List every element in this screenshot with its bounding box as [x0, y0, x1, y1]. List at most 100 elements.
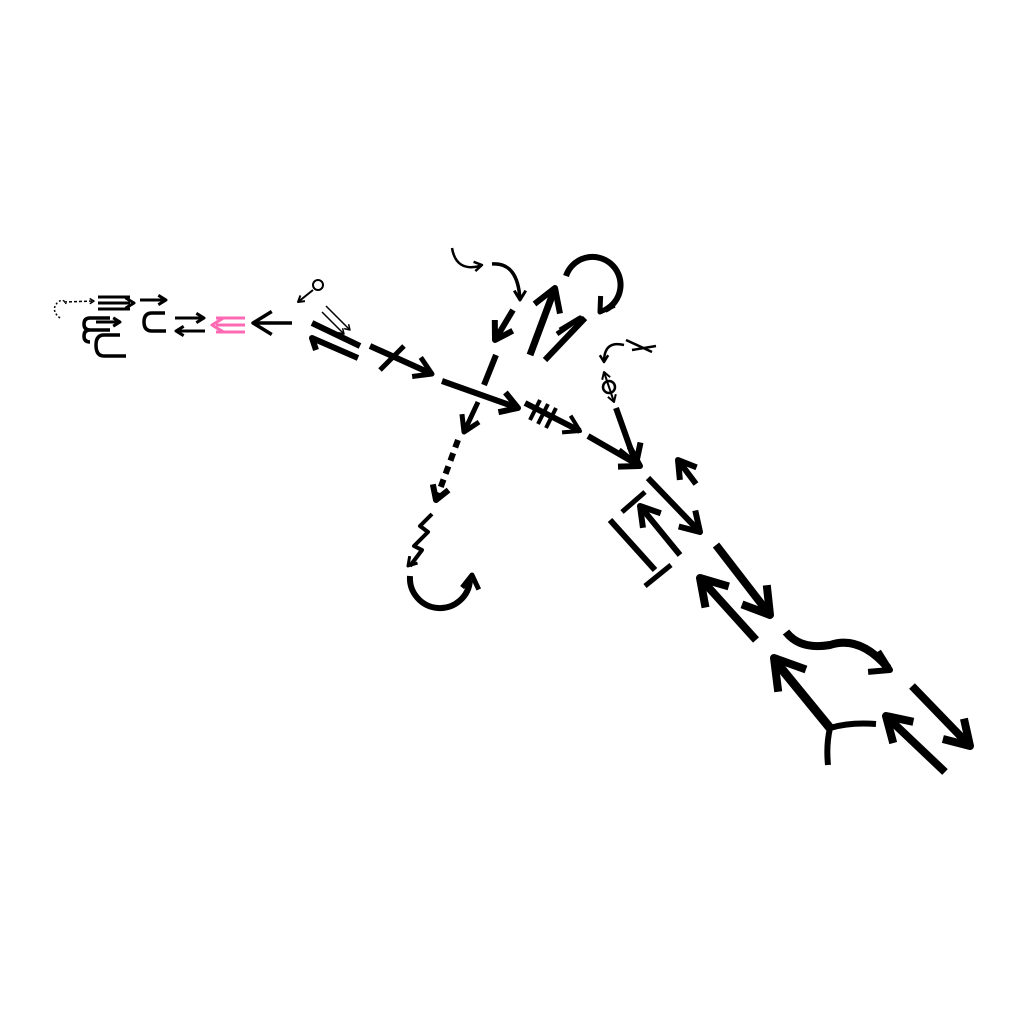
dotted-right-arrow-icon	[63, 297, 95, 305]
bracket-arrows-icon	[645, 475, 703, 535]
stroke	[598, 354, 610, 364]
stroke	[406, 575, 473, 612]
stroke	[450, 247, 481, 269]
barred-arrow-icon	[523, 399, 582, 435]
stroke	[782, 629, 892, 671]
stroke	[528, 399, 542, 421]
stroke	[532, 285, 563, 315]
subset-hook-icon	[94, 316, 126, 358]
stroke	[601, 371, 611, 381]
forked-arrow-icon	[770, 654, 877, 766]
curl-arrow-icon	[450, 247, 484, 272]
forked-arrow-icon	[882, 712, 948, 775]
stroke	[675, 457, 698, 481]
stroke	[909, 683, 973, 749]
left-right-arrows-icon	[174, 325, 205, 337]
stroke	[536, 403, 550, 425]
stroke	[124, 296, 136, 310]
stroke	[882, 712, 915, 745]
stroke	[481, 353, 499, 387]
stroke	[406, 555, 418, 568]
stroke	[309, 335, 360, 361]
down-arrow-icon	[491, 308, 516, 343]
stroke	[310, 320, 362, 349]
stroke	[491, 262, 522, 301]
stroke	[460, 572, 482, 591]
stroke	[297, 289, 314, 303]
stroke	[491, 319, 515, 343]
down-arrow-icon	[459, 400, 481, 435]
stroke	[883, 713, 948, 775]
stroke	[408, 512, 434, 568]
left-arrow-icon	[251, 310, 292, 336]
stroke	[473, 260, 484, 272]
stroke	[740, 584, 774, 619]
stroke	[602, 342, 625, 363]
stroke	[82, 316, 110, 344]
right-hook-arrow-icon	[140, 294, 168, 306]
stroke	[561, 414, 582, 435]
stroke	[607, 393, 617, 403]
stroke	[625, 338, 657, 354]
stroke	[544, 407, 558, 429]
clockwise-loop-icon	[563, 253, 624, 315]
dotted-down-arrow-icon	[429, 438, 461, 503]
long-right-arrow-icon	[440, 378, 521, 416]
stroke	[251, 310, 273, 336]
stroke	[89, 297, 95, 305]
stroke	[512, 289, 528, 302]
stroke	[824, 720, 877, 766]
stroke	[677, 509, 703, 535]
stroke	[429, 483, 451, 503]
stroke	[325, 305, 351, 331]
down-right-arrow-icon	[613, 406, 644, 467]
stroke	[696, 574, 730, 609]
harpoon-pair-icon	[309, 320, 362, 361]
stroke	[440, 378, 520, 411]
crossed-arrow-icon	[368, 343, 435, 379]
stroke	[195, 312, 206, 324]
left-right-arrows-icon	[142, 311, 166, 333]
stroke	[637, 503, 662, 529]
zigzag-arrow-icon	[406, 512, 434, 568]
stroke	[526, 286, 559, 357]
stroke	[378, 344, 406, 372]
harpoon-pair-icon	[625, 338, 657, 354]
up-down-circle-arrow-icon	[601, 371, 617, 403]
bracket-arrows-icon	[712, 542, 774, 619]
stroke	[563, 253, 624, 313]
forked-arrow-icon	[909, 683, 974, 750]
pink-triple-left-arrow-icon	[210, 316, 245, 334]
loop-arrow-icon	[297, 279, 324, 303]
circular-arrow-icon	[406, 572, 482, 612]
stroke	[607, 517, 658, 573]
stroke	[112, 316, 122, 328]
paired-arrows-icon	[321, 311, 345, 335]
stroke	[343, 323, 351, 331]
stroke	[867, 649, 893, 675]
left-right-arrows-icon	[175, 312, 206, 324]
stroke	[637, 504, 683, 557]
stroke	[63, 300, 95, 303]
stroke	[497, 390, 521, 416]
stroke	[603, 371, 615, 403]
omega-hook-icon	[82, 316, 110, 344]
bracket-arrows-icon	[696, 574, 759, 643]
stroke	[492, 308, 516, 342]
paired-arrows-icon	[325, 305, 351, 331]
stroke	[542, 315, 588, 363]
stroke	[368, 343, 434, 377]
stroke	[210, 316, 225, 334]
bracket-arrows-icon	[675, 457, 699, 486]
stroke	[712, 542, 774, 618]
stroke	[697, 575, 759, 643]
stroke	[174, 325, 185, 337]
circle	[601, 379, 617, 395]
stroke	[941, 717, 974, 750]
stroke	[157, 294, 168, 306]
stroke	[597, 295, 616, 315]
bracket-arrows-icon	[637, 503, 683, 557]
stroke	[94, 333, 126, 358]
curved-down-arrow-icon	[491, 262, 528, 302]
stroke	[620, 490, 647, 514]
